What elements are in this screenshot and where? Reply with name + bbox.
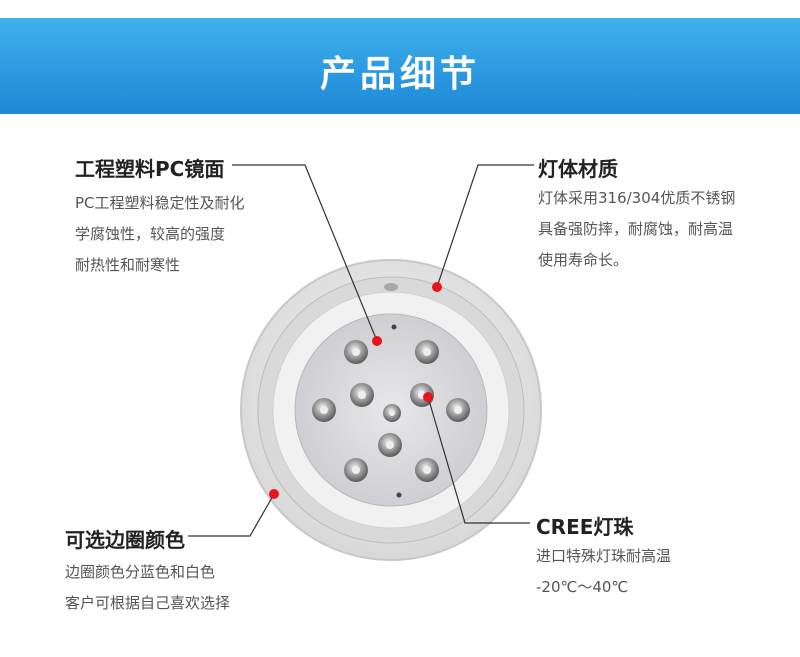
ring-connector bbox=[188, 493, 275, 537]
body-line: 灯体采用316/304优质不锈钢 bbox=[538, 189, 736, 207]
header-banner: 产品细节 bbox=[0, 18, 800, 114]
body-line: 具备强防摔，耐腐蚀，耐高温 bbox=[538, 220, 734, 238]
led-bead bbox=[415, 340, 439, 364]
page-title: 产品细节 bbox=[319, 54, 480, 95]
led-connector bbox=[427, 396, 530, 524]
led-bead bbox=[344, 340, 368, 364]
material-marker bbox=[372, 336, 382, 346]
ring-title: 可选边圈颜色 bbox=[65, 528, 185, 552]
material-line: 学腐蚀性，较高的强度 bbox=[75, 225, 226, 243]
led-bead bbox=[350, 383, 374, 407]
material-title: 工程塑料PC镜面 bbox=[75, 157, 225, 181]
callout-markers bbox=[269, 282, 442, 499]
material-line: PC工程塑料稳定性及耐化 bbox=[75, 194, 245, 212]
led-bead bbox=[415, 458, 439, 482]
body-marker bbox=[432, 282, 442, 292]
led-bead bbox=[378, 433, 402, 457]
material-line: 耐热性和耐寒性 bbox=[75, 256, 181, 274]
ring-line: 客户可根据自己喜欢选择 bbox=[65, 594, 231, 612]
body-description: 灯体采用316/304优质不锈钢 具备强防摔，耐腐蚀，耐高温 使用寿命长。 bbox=[538, 183, 735, 276]
led-beads bbox=[312, 340, 470, 482]
center-sensor bbox=[383, 404, 401, 422]
body-title: 灯体材质 bbox=[538, 157, 618, 181]
material-description: PC工程塑料稳定性及耐化 学腐蚀性，较高的强度 耐热性和耐寒性 bbox=[75, 188, 245, 281]
callout-lines bbox=[188, 164, 534, 537]
led-marker bbox=[423, 392, 433, 402]
led-description: 进口特殊灯珠耐高温 -20℃～40℃ bbox=[536, 541, 671, 603]
body-connector bbox=[436, 164, 534, 288]
led-title: CREE灯珠 bbox=[536, 515, 634, 539]
ring-marker bbox=[269, 489, 279, 499]
ring-line: 边圈颜色分蓝色和白色 bbox=[65, 563, 216, 581]
material-connector bbox=[232, 164, 378, 342]
led-bead bbox=[312, 398, 336, 422]
body-line: 使用寿命长。 bbox=[538, 251, 629, 269]
led-bead bbox=[446, 398, 470, 422]
led-line: 进口特殊灯珠耐高温 bbox=[536, 547, 672, 565]
ring-description: 边圈颜色分蓝色和白色 客户可根据自己喜欢选择 bbox=[65, 557, 230, 619]
led-line: -20℃～40℃ bbox=[536, 578, 629, 596]
led-bead bbox=[344, 458, 368, 482]
